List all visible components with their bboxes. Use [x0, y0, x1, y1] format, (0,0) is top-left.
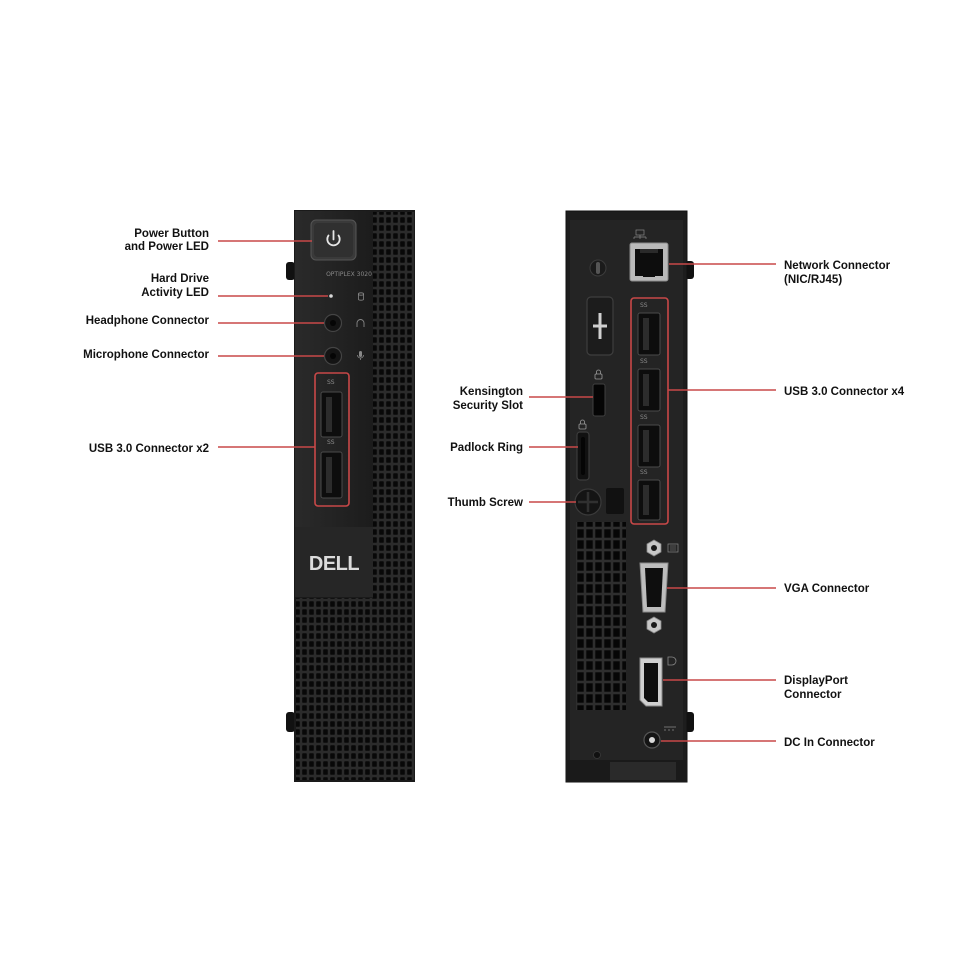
label-power-2: and Power LED — [125, 241, 209, 253]
padlock-icon — [578, 419, 587, 430]
rear-usb-tag-4: SS — [640, 469, 648, 476]
front-side-grille — [373, 212, 414, 600]
rear-usb-port-1[interactable] — [637, 312, 661, 356]
model-label: OPTIPLEX 3020 — [326, 271, 372, 278]
dell-logo: DELL — [309, 553, 360, 575]
rear-usb-highlight — [630, 297, 669, 525]
label-network-2: (NIC/RJ45) — [784, 274, 842, 286]
rj45-port[interactable] — [629, 242, 669, 282]
label-rear-usb: USB 3.0 Connector x4 — [784, 386, 905, 398]
microphone-icon — [357, 351, 364, 360]
hdd-activity-led — [329, 294, 333, 298]
vga-screw-bottom — [646, 616, 662, 634]
label-padlock: Padlock Ring — [450, 442, 523, 454]
label-headphone: Headphone Connector — [86, 315, 210, 327]
dc-icon — [664, 726, 676, 731]
vga-port[interactable] — [639, 562, 669, 613]
front-labels: Power Button and Power LED Hard Drive Ac… — [83, 228, 209, 455]
front-view: OPTIPLEX 3020 SS SS — [286, 210, 415, 782]
label-power-1: Power Button — [134, 228, 209, 240]
dell-badge-panel — [295, 527, 373, 597]
headphone-icon — [356, 319, 365, 327]
label-front-usb: USB 3.0 Connector x2 — [89, 443, 209, 455]
front-bottom-grille — [296, 598, 414, 780]
displayport-port[interactable] — [639, 657, 663, 707]
label-vga: VGA Connector — [784, 583, 870, 595]
front-usb-tag-1: SS — [327, 379, 335, 386]
thumb-screw[interactable] — [574, 488, 624, 516]
label-kensington-1: Kensington — [460, 386, 523, 398]
dc-in-port[interactable] — [643, 731, 661, 749]
front-foot-top — [286, 262, 295, 280]
kensington-slot[interactable] — [592, 383, 606, 417]
kensington-lock-icon — [594, 369, 603, 380]
front-leader-lines — [218, 240, 328, 448]
front-usb-port-2[interactable] — [320, 451, 343, 499]
label-network-1: Network Connector — [784, 260, 891, 272]
front-usb-port-1[interactable] — [320, 391, 343, 438]
label-hdd-2: Activity LED — [141, 287, 209, 299]
label-thumb-screw: Thumb Screw — [448, 497, 523, 509]
label-displayport-2: Connector — [784, 689, 842, 701]
rear-usb-port-2[interactable] — [637, 368, 661, 412]
rear-leader-lines — [529, 263, 776, 742]
rear-usb-port-4[interactable] — [637, 479, 661, 521]
rear-labels: Kensington Security Slot Padlock Ring Th… — [448, 260, 905, 749]
vga-screw-top — [646, 539, 662, 557]
power-icon — [326, 230, 341, 247]
rear-usb-tag-2: SS — [640, 358, 648, 365]
hdd-icon — [357, 292, 364, 301]
rear-usb-tag-3: SS — [640, 414, 648, 421]
front-foot-bottom — [286, 712, 295, 732]
rear-grille — [576, 522, 626, 710]
label-displayport-1: DisplayPort — [784, 675, 848, 687]
rear-view: SS SS SS SS — [565, 210, 694, 783]
label-microphone: Microphone Connector — [83, 349, 209, 361]
vga-icon — [667, 543, 679, 553]
displayport-icon — [667, 656, 677, 666]
label-kensington-2: Security Slot — [453, 400, 523, 412]
rear-usb-tag-1: SS — [640, 302, 648, 309]
label-hdd-1: Hard Drive — [151, 273, 209, 285]
rear-usb-port-3[interactable] — [637, 424, 661, 468]
network-icon — [633, 229, 647, 239]
front-usb-tag-2: SS — [327, 439, 335, 446]
front-usb-highlight — [314, 372, 350, 507]
label-dc-in: DC In Connector — [784, 737, 875, 749]
